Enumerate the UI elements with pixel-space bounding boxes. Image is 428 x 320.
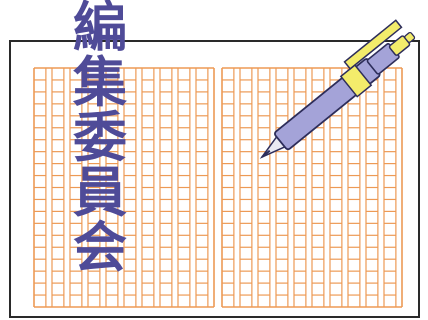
title-char-1: 編: [73, 0, 127, 59]
title-char-4: 員: [73, 161, 127, 224]
title-char-2: 集: [73, 51, 127, 114]
vertical-title: 編 集 委 員 会: [60, 0, 140, 275]
title-char-5: 会: [73, 216, 127, 279]
title-char-3: 委: [73, 106, 127, 169]
